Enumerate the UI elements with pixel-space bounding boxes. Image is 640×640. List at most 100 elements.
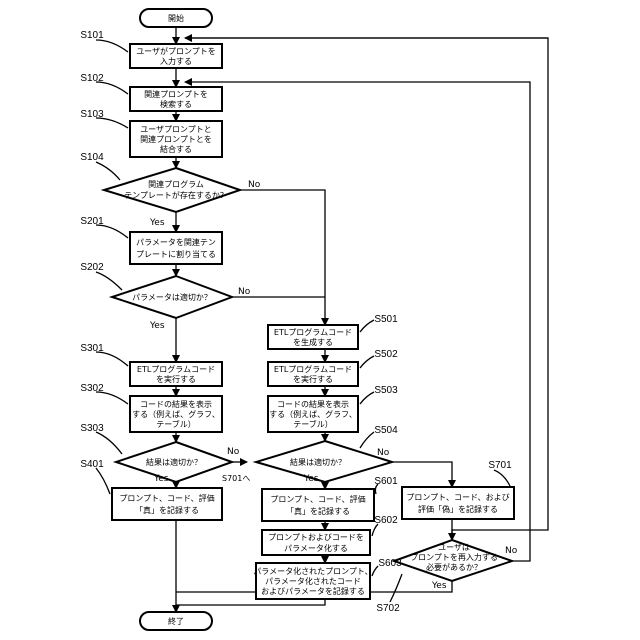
step-text: コードの結果を表示 <box>140 399 212 409</box>
step-text: 評価「偽」を記録する <box>418 504 498 514</box>
decision-s202: パラメータは適切か？ <box>112 276 232 318</box>
step-text: を生成する <box>293 337 333 347</box>
decision-s702: ユーザは プロンプトを再入力する 必要があるか？ <box>394 540 512 581</box>
end-terminal: 終了 <box>140 612 212 630</box>
step-s101: ユーザがプロンプトを 入力する <box>130 44 222 68</box>
decision-text: 必要があるか？ <box>426 562 482 572</box>
leader-s202 <box>96 272 122 290</box>
no-label-s303: No <box>227 447 240 457</box>
step-s503: コードの結果を表示 する（例えば、グラフ、 テーブル） <box>268 396 358 432</box>
no-label-s202: No <box>238 287 251 297</box>
step-text: パラメータを関連テン <box>136 237 216 247</box>
step-s401: プロンプト、コード、評価 「真」を記録する <box>112 488 222 520</box>
step-text: 結合する <box>160 144 192 154</box>
s701-reference: S701へ <box>222 474 250 483</box>
label-s702: S702 <box>376 603 400 614</box>
step-text: 検索する <box>160 99 192 109</box>
yes-label-s104: Yes <box>149 218 165 228</box>
step-text: ETLプログラムコード <box>274 327 352 337</box>
leader-s501 <box>360 320 374 332</box>
label-s601: S601 <box>374 476 398 487</box>
label-s103: S103 <box>80 109 104 120</box>
label-s303: S303 <box>80 423 104 434</box>
label-s504: S504 <box>374 425 398 436</box>
decision-text: 関連プログラム <box>148 179 204 189</box>
step-s102: 関連プロンプトを 検索する <box>130 87 222 111</box>
decision-s303: 結果は適切か？ <box>116 442 232 482</box>
step-labels: S101 S102 S103 S104 S201 S202 S301 S302 … <box>80 30 512 614</box>
step-text: ETLプログラムコード <box>274 364 352 374</box>
leader-s301 <box>96 352 128 366</box>
arrow-s104-no-s501 <box>240 190 325 325</box>
label-s104: S104 <box>80 152 104 163</box>
step-s601: プロンプト、コード、評価 「真」を記録する <box>262 489 374 521</box>
arrow-s504-no-s701 <box>392 462 452 487</box>
label-s201: S201 <box>80 216 104 227</box>
decision-text: 結果は適切か？ <box>146 457 202 467</box>
label-s501: S501 <box>374 314 398 325</box>
label-s401: S401 <box>80 459 104 470</box>
step-text: 関連プロンプトとを <box>140 134 212 144</box>
step-text: 入力する <box>160 56 192 66</box>
leader-s504 <box>360 432 374 448</box>
step-text: 「真」を記録する <box>286 506 350 516</box>
leader-s101 <box>96 40 128 52</box>
step-text: コードの結果を表示 <box>277 399 349 409</box>
step-text: ユーザプロンプトと <box>140 125 212 134</box>
step-text: およびパラメータを記録する <box>261 586 365 596</box>
yes-label-s702: Yes <box>431 581 447 591</box>
label-s503: S503 <box>374 385 398 396</box>
yes-label-s504: Yes <box>303 474 319 484</box>
leader-s502 <box>360 356 374 368</box>
yes-label-s303: Yes <box>153 474 169 484</box>
decision-s104: 関連プログラム テンプレートが存在するか？ <box>104 168 240 212</box>
decision-text: ユーザは <box>438 543 470 552</box>
label-s603: S603 <box>378 558 402 569</box>
step-text: する（例えば、グラフ、 <box>269 409 357 419</box>
decision-text: テンプレートが存在するか？ <box>124 190 228 200</box>
step-text: プロンプト、コード、評価 <box>119 493 214 503</box>
label-s202: S202 <box>80 262 104 273</box>
label-s302: S302 <box>80 383 104 394</box>
decision-text: プロンプトを再入力する <box>410 552 498 562</box>
no-label-s104: No <box>248 180 261 190</box>
decision-s504: 結果は適切か？ <box>256 441 392 482</box>
leader-s603 <box>372 566 378 576</box>
label-s102: S102 <box>80 73 104 84</box>
step-text: パラメータ化する <box>284 543 348 553</box>
decision-text: 結果は適切か？ <box>290 457 346 467</box>
step-s603: パラメータ化されたプロンプト、 パラメータ化されたコード およびパラメータを記録… <box>253 563 372 599</box>
leader-s104 <box>96 162 120 180</box>
step-text: ETLプログラムコード <box>137 364 215 374</box>
step-s302: コードの結果を表示 する（例えば、グラフ、 テーブル） <box>130 396 222 432</box>
leader-s503 <box>360 392 374 404</box>
decision-text: パラメータは適切か？ <box>132 292 212 302</box>
leader-s303 <box>96 432 122 454</box>
label-s502: S502 <box>374 349 398 360</box>
step-s301: ETLプログラムコード を実行する <box>130 362 222 386</box>
step-text: 「真」を記録する <box>135 505 199 515</box>
step-text: パラメータ化されたプロンプト、 <box>253 566 372 576</box>
label-s101: S101 <box>80 30 104 41</box>
step-text: プロンプト、コード、評価 <box>270 494 365 504</box>
start-text: 開始 <box>168 13 184 23</box>
step-s502: ETLプログラムコード を実行する <box>268 362 358 386</box>
label-s701: S701 <box>488 460 512 471</box>
no-label-s702: No <box>505 546 518 556</box>
start-terminal: 開始 <box>140 9 212 27</box>
step-text: 関連プロンプトを <box>144 89 208 99</box>
end-text: 終了 <box>168 616 184 626</box>
step-s201: パラメータを関連テン プレートに割り当てる <box>130 232 222 264</box>
leader-s701 <box>494 470 510 486</box>
step-text: を実行する <box>293 374 333 384</box>
step-text: を実行する <box>156 374 196 384</box>
label-s602: S602 <box>374 515 398 526</box>
label-s301: S301 <box>80 343 104 354</box>
yes-label-s202: Yes <box>149 321 165 331</box>
step-text: ユーザがプロンプトを <box>136 46 216 56</box>
step-text: テーブル） <box>293 419 333 429</box>
step-s602: プロンプトおよびコードを パラメータ化する <box>262 530 370 555</box>
step-text: する（例えば、グラフ、 <box>132 409 220 419</box>
step-s501: ETLプログラムコード を生成する <box>268 325 358 349</box>
